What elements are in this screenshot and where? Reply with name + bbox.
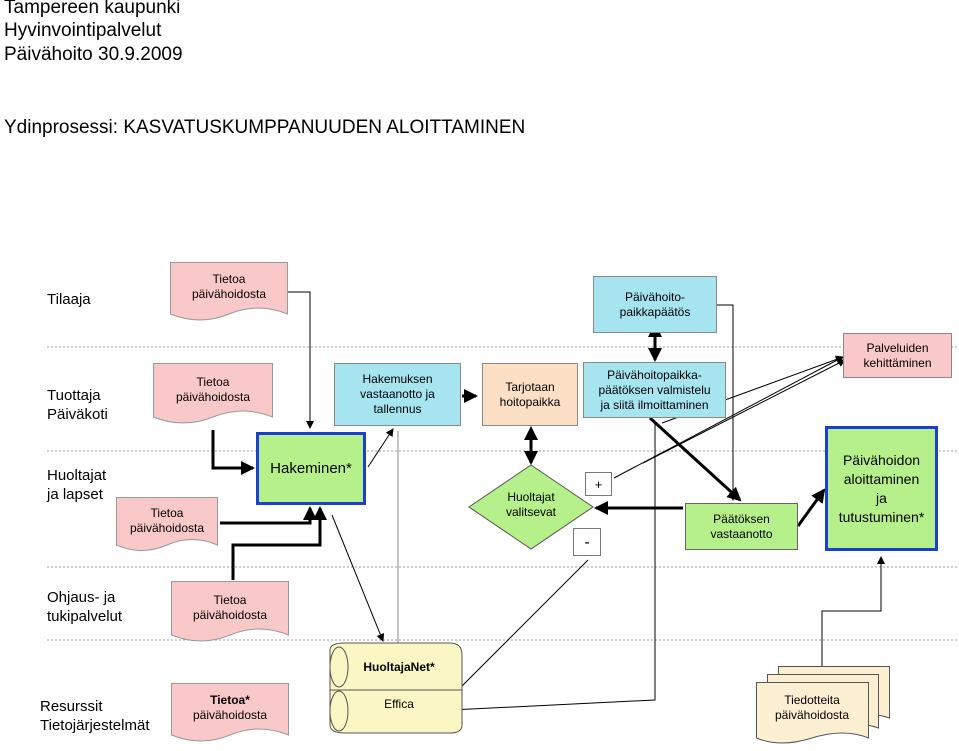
bold-connectors xyxy=(211,323,826,580)
node-paivahoitopaikkapaatos: Päivähoito-paikkapäätös xyxy=(593,276,717,333)
decision-diamond xyxy=(468,464,594,550)
decision-minus-label: - xyxy=(573,528,601,556)
header-department: Hyvinvointipalvelut xyxy=(4,20,162,41)
lane-label-tilaaja: Tilaaja xyxy=(47,291,91,308)
node-hakeminen: Hakeminen* xyxy=(256,432,366,505)
huoltajanet-scroll xyxy=(329,642,463,734)
doc-resurssit: Tietoa*päivähoidosta xyxy=(171,683,289,747)
header-unit-date: Päivähoito 30.9.2009 xyxy=(4,44,183,65)
page-title: Ydinprosessi: KASVATUSKUMPPANUUDEN ALOIT… xyxy=(4,117,526,138)
header-organization: Tampereen kaupunki xyxy=(4,0,181,18)
decision-plus-label: + xyxy=(585,472,612,496)
system-huoltajanet: HuoltajaNet* xyxy=(363,660,435,674)
system-effica: Effica xyxy=(384,697,414,711)
thin-connectors xyxy=(288,291,885,714)
